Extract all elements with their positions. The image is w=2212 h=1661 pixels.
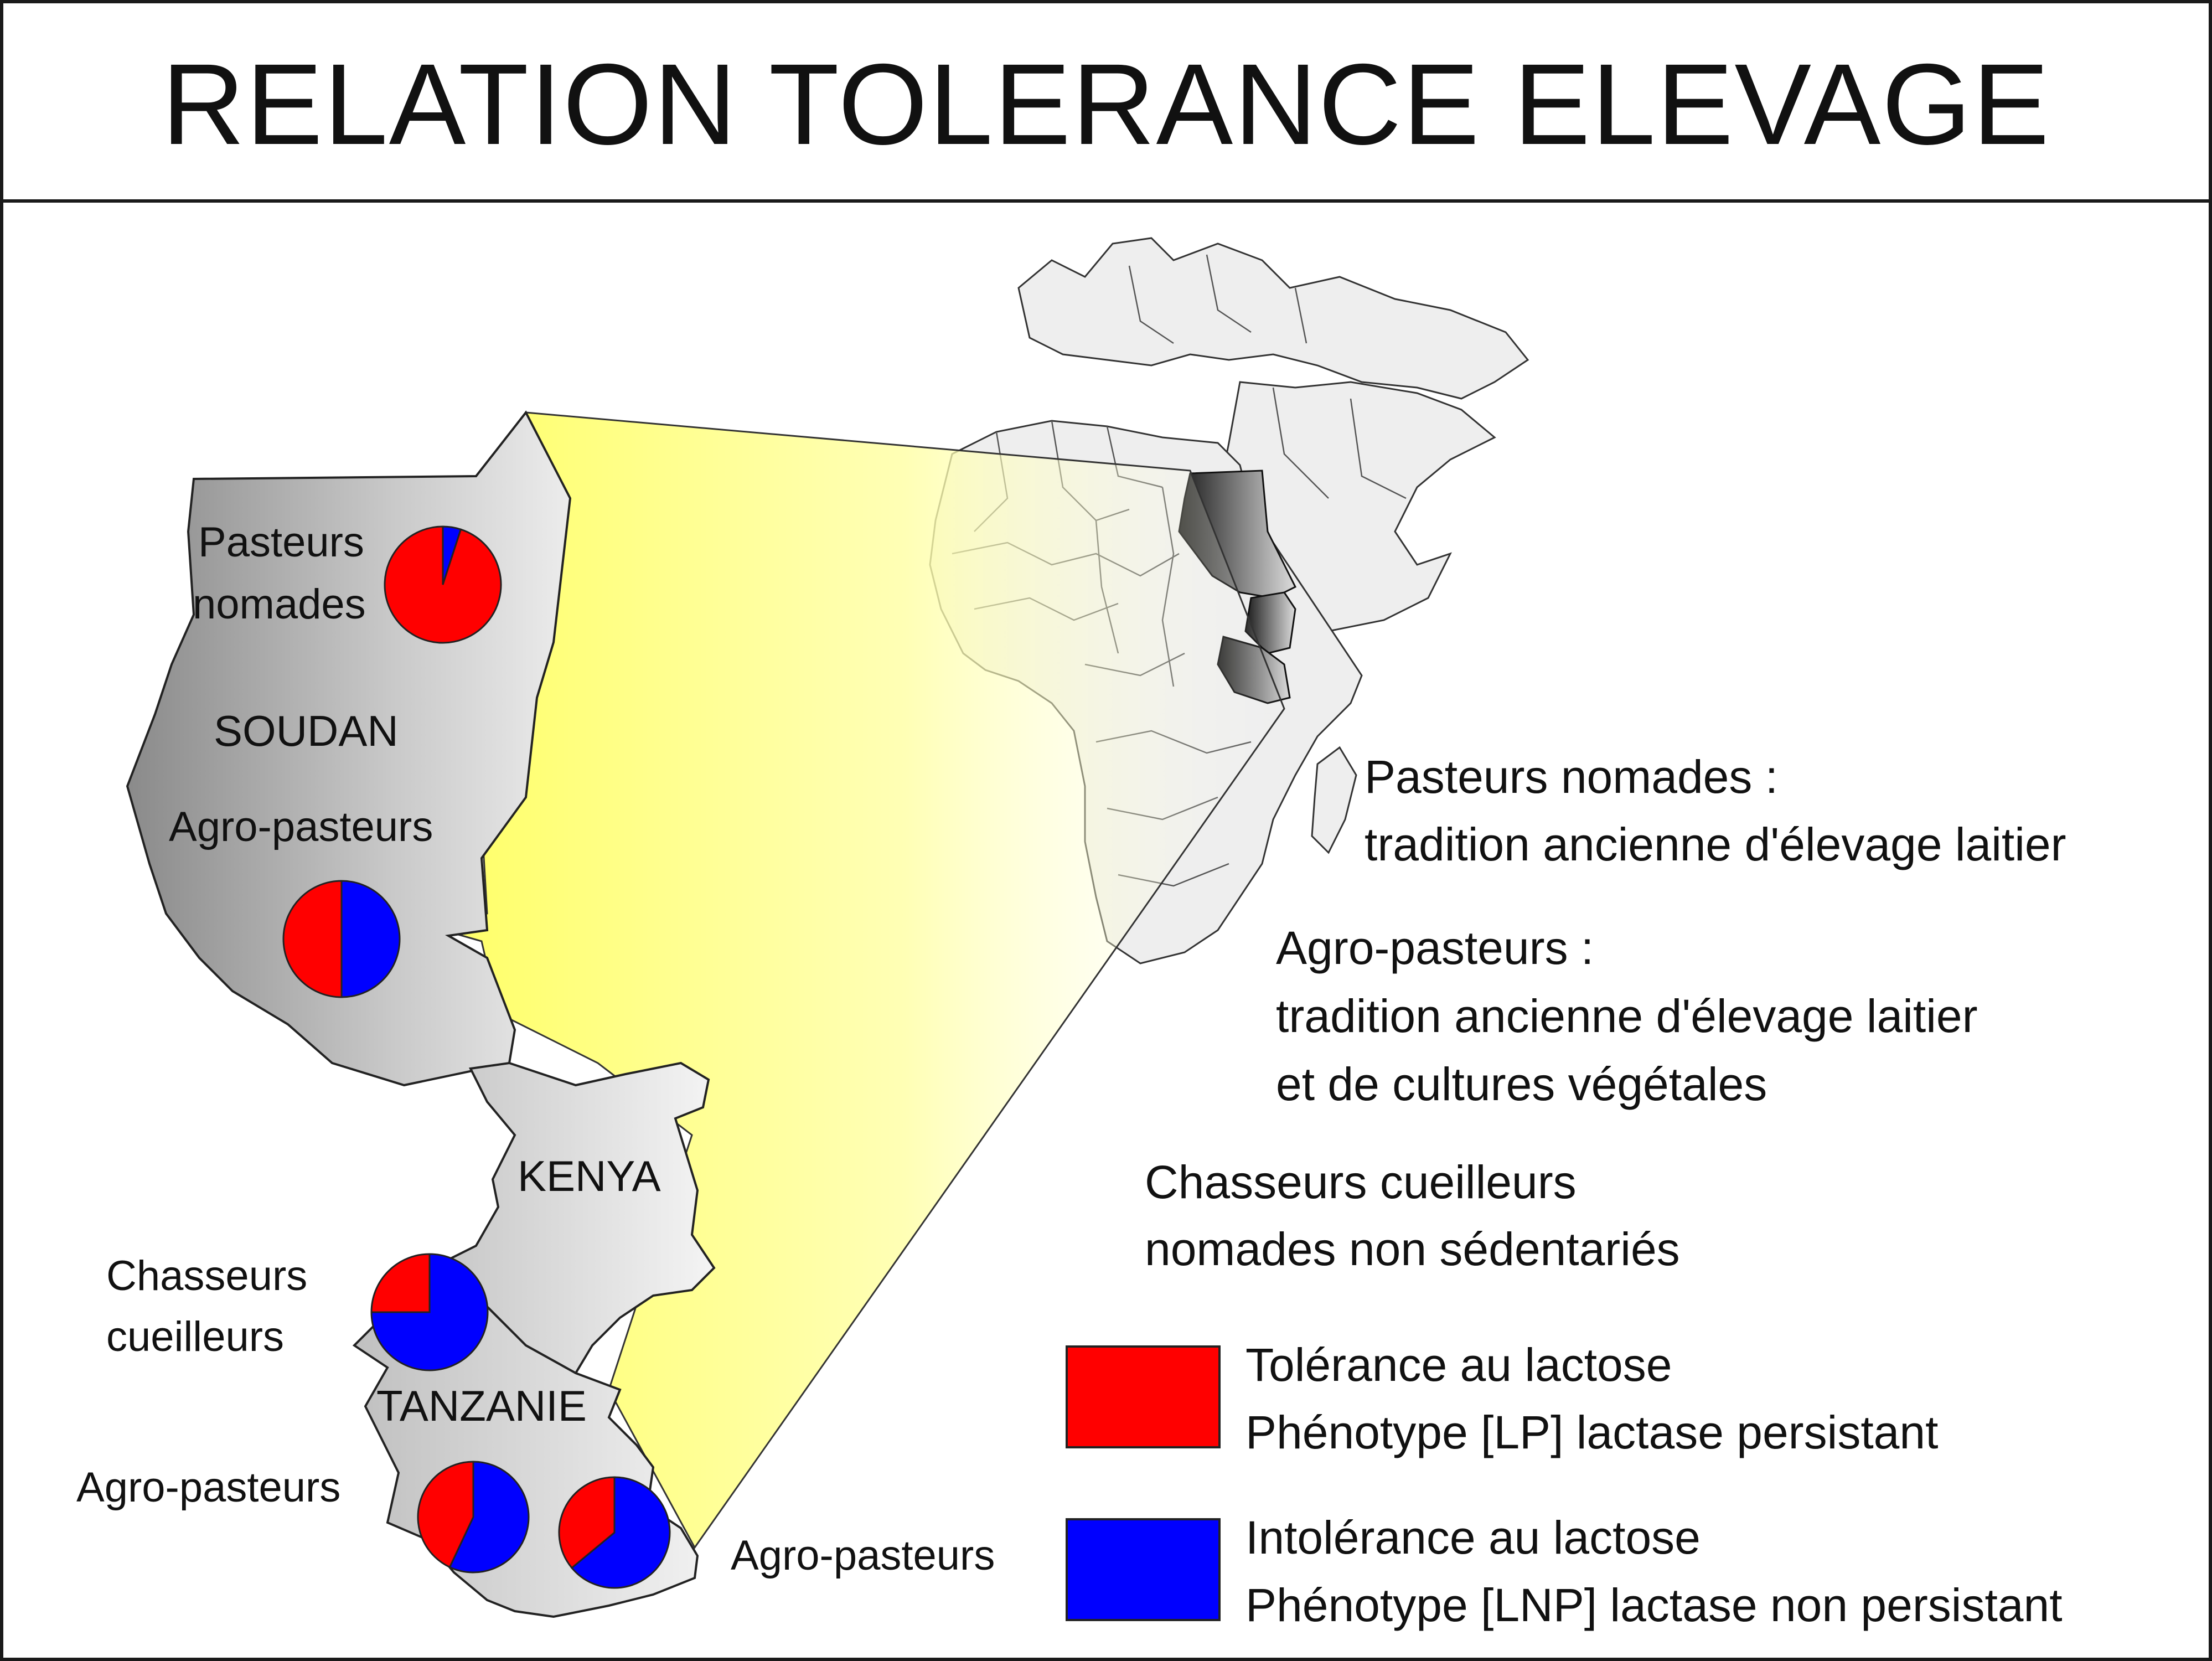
desc-agro-heading: Agro-pasteurs : [1276, 922, 1594, 974]
pie-slice-tolerance [417, 1461, 474, 1569]
europe-outline [1017, 237, 1529, 400]
pie-chart-1 [384, 525, 502, 644]
pie-slice-intolerance [448, 1461, 530, 1574]
legend-intolerance-line1: Intolérance au lactose [1245, 1512, 1701, 1564]
desc-pasteurs-heading: Pasteurs nomades : [1365, 751, 1779, 803]
label-chasseurs-line1: Chasseurs [106, 1252, 308, 1299]
desc-agro-text-line1: tradition ancienne d'élevage laitier [1276, 990, 1978, 1042]
desc-pasteurs-text: tradition ancienne d'élevage laitier [1365, 818, 2066, 870]
title-band: RELATION TOLERANCE ELEVAGE [0, 0, 2212, 203]
label-kenya: KENYA [518, 1152, 661, 1200]
pie-slice-intolerance [570, 1476, 671, 1589]
label-agro-pasteurs-soudan: Agro-pasteurs [169, 803, 433, 850]
kenya-shape [418, 1061, 716, 1375]
label-agro-pasteurs-tanzanie-right: Agro-pasteurs [731, 1532, 995, 1579]
label-soudan: SOUDAN [214, 706, 399, 755]
legend-swatch-intolerance [1066, 1518, 1221, 1621]
pie-charts [282, 525, 671, 1589]
label-chasseurs-line2: cueilleurs [106, 1313, 285, 1360]
pie-chart-4 [417, 1461, 530, 1574]
madagascar-outline [1311, 746, 1357, 854]
pie-slice-intolerance [370, 1253, 489, 1371]
desc-chasseurs-line2: nomades non sédentariés [1145, 1223, 1680, 1275]
pie-slice-tolerance [370, 1253, 431, 1313]
label-agro-pasteurs-tanzanie-left: Agro-pasteurs [76, 1464, 341, 1511]
pie-slice-tolerance [558, 1476, 616, 1569]
label-pasteurs-line1: Pasteurs [198, 519, 364, 566]
pie-slice-tolerance [282, 880, 343, 998]
pie-chart-5 [558, 1476, 671, 1589]
label-pasteurs-line2: nomades [193, 581, 366, 628]
pie-chart-3 [370, 1253, 489, 1371]
label-tanzanie: TANZANIE [376, 1381, 587, 1430]
pie-slice-intolerance [340, 880, 401, 998]
pie-chart-2 [282, 880, 401, 998]
legend-intolerance-line2: Phénotype [LNP] lactase non persistant [1245, 1579, 2063, 1631]
figure-title: RELATION TOLERANCE ELEVAGE [162, 40, 2050, 169]
legend-swatch-tolerance [1066, 1345, 1221, 1448]
pie-slice-tolerance [384, 525, 502, 644]
desc-agro-text-line2: et de cultures végétales [1276, 1058, 1767, 1110]
desc-chasseurs-line1: Chasseurs cueilleurs [1145, 1156, 1577, 1208]
legend-tolerance-line2: Phénotype [LP] lactase persistant [1245, 1406, 1939, 1458]
legend-tolerance-line1: Tolérance au lactose [1245, 1339, 1672, 1391]
